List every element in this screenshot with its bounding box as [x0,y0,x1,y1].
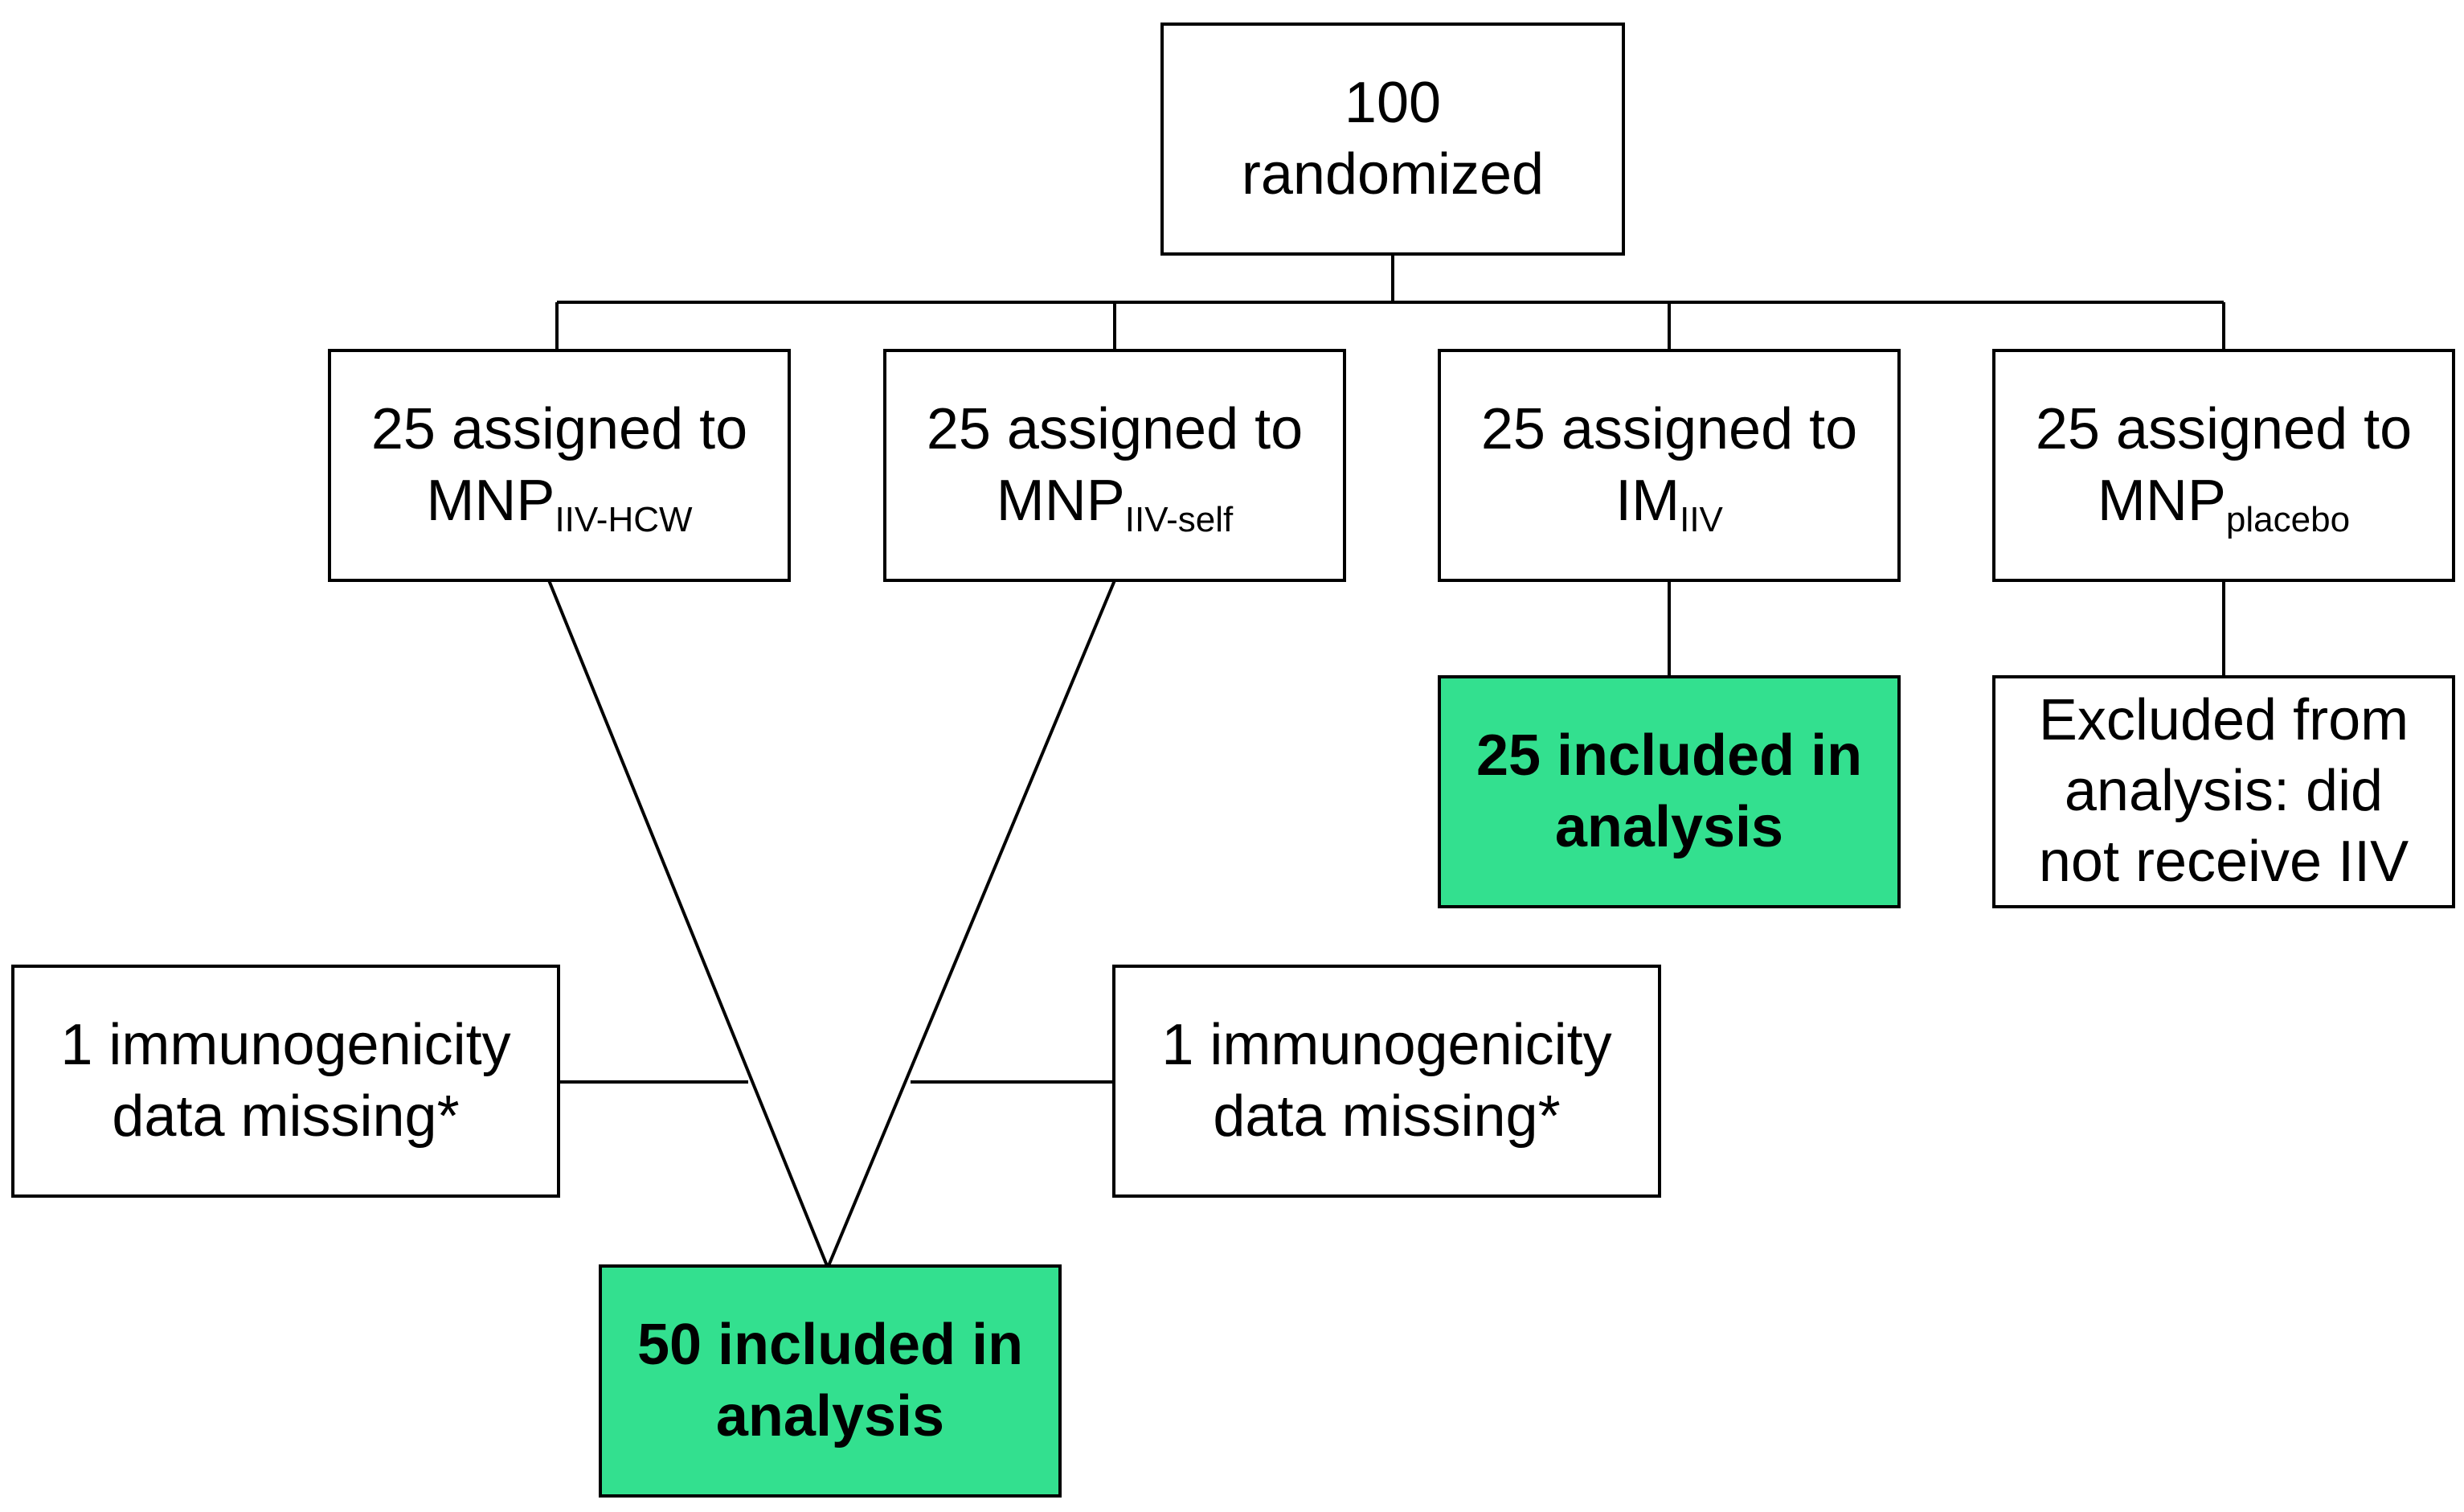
excluded-line-2: analysis: did [2064,759,2384,824]
arm-group-subscript: IIV [1680,500,1723,539]
arm-box-im-iiv: 25 assigned to IMIIV [1438,349,1901,582]
arm-box-mnp-iiv-self: 25 assigned to MNPIIV-self [883,349,1346,582]
included-count-label: 25 included in [1476,723,1863,788]
arm-group-subscript: placebo [2225,500,2351,539]
missing-data-label: data missing* [1213,1084,1561,1149]
randomized-count: 100 [1344,70,1442,135]
included-analysis-combined-box: 50 included in analysis [599,1264,1062,1498]
missing-data-count: 1 immunogenicity [60,1012,511,1077]
arm-assigned-label: 25 assigned to [1480,396,1858,461]
missing-data-left-box: 1 immunogenicity data missing* [11,965,560,1198]
arm-assigned-label: 25 assigned to [926,396,1304,461]
missing-data-count: 1 immunogenicity [1161,1012,1612,1077]
arm-box-mnp-iiv-hcw: 25 assigned to MNPIIV-HCW [328,349,791,582]
arm-group-subscript: IIV-HCW [555,500,693,539]
included-analysis-label: analysis [715,1384,945,1448]
included-count-label: 50 included in [636,1312,1024,1377]
arm2-to-combined-line [826,580,1116,1268]
arm1-to-combined-line [547,580,829,1268]
excluded-from-analysis-box: Excluded from analysis: did not receive … [1992,675,2455,908]
arm-group-name: MNPIIV-self [996,469,1234,539]
included-analysis-im-box: 25 included in analysis [1438,675,1901,908]
arm-group-name: MNPIIV-HCW [426,469,693,539]
arm-group-subscript: IIV-self [1124,500,1234,539]
excluded-line-3: not receive IIV [2038,829,2409,894]
randomized-label: randomized [1241,142,1545,207]
arm-box-mnp-placebo: 25 assigned to MNPplacebo [1992,349,2455,582]
arm-group-name: MNPplacebo [2097,469,2351,539]
randomized-box: 100 randomized [1160,23,1625,256]
missing-data-right-box: 1 immunogenicity data missing* [1112,965,1661,1198]
arm-assigned-label: 25 assigned to [370,396,748,461]
arm-assigned-label: 25 assigned to [2035,396,2413,461]
arm-group-name: IMIIV [1615,469,1723,539]
missing-data-label: data missing* [112,1084,460,1149]
included-analysis-label: analysis [1554,795,1784,859]
excluded-line-1: Excluded from [2038,688,2409,753]
